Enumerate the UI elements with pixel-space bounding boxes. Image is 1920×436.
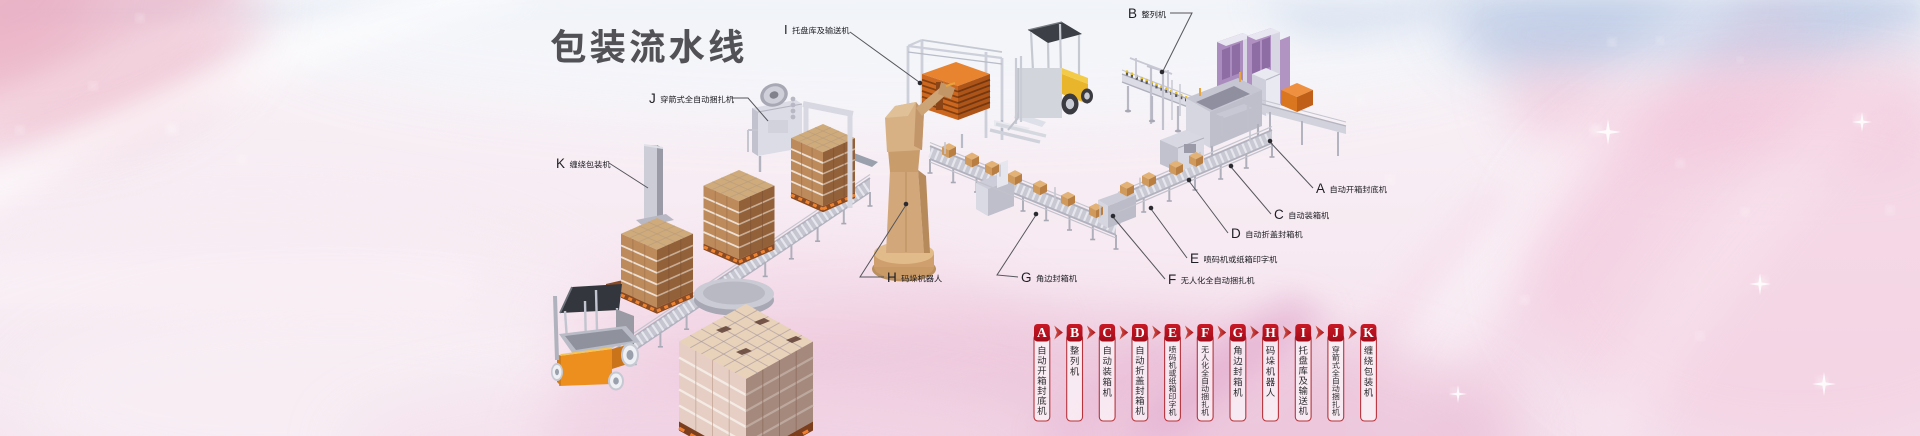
svg-text:G: G <box>1021 270 1032 285</box>
svg-text:G: G <box>1233 325 1244 340</box>
svg-text:E: E <box>1168 325 1177 340</box>
svg-text:H: H <box>887 270 897 285</box>
svg-text:C: C <box>1274 207 1284 222</box>
svg-text:K: K <box>1363 325 1374 340</box>
svg-text:K: K <box>556 156 565 171</box>
svg-text:F: F <box>1201 325 1209 340</box>
svg-text:I: I <box>784 22 788 37</box>
svg-text:C: C <box>1102 325 1112 340</box>
svg-text:A: A <box>1037 325 1047 340</box>
svg-text:D: D <box>1231 226 1241 241</box>
svg-text:I: I <box>1301 325 1306 340</box>
svg-text:H: H <box>1265 325 1276 340</box>
svg-text:A: A <box>1316 181 1325 196</box>
svg-text:F: F <box>1168 272 1176 287</box>
svg-text:B: B <box>1070 325 1079 340</box>
svg-text:J: J <box>1332 325 1339 340</box>
svg-text:E: E <box>1190 251 1199 266</box>
svg-text:J: J <box>649 91 656 106</box>
svg-text:B: B <box>1128 6 1137 21</box>
svg-text:D: D <box>1135 325 1145 340</box>
